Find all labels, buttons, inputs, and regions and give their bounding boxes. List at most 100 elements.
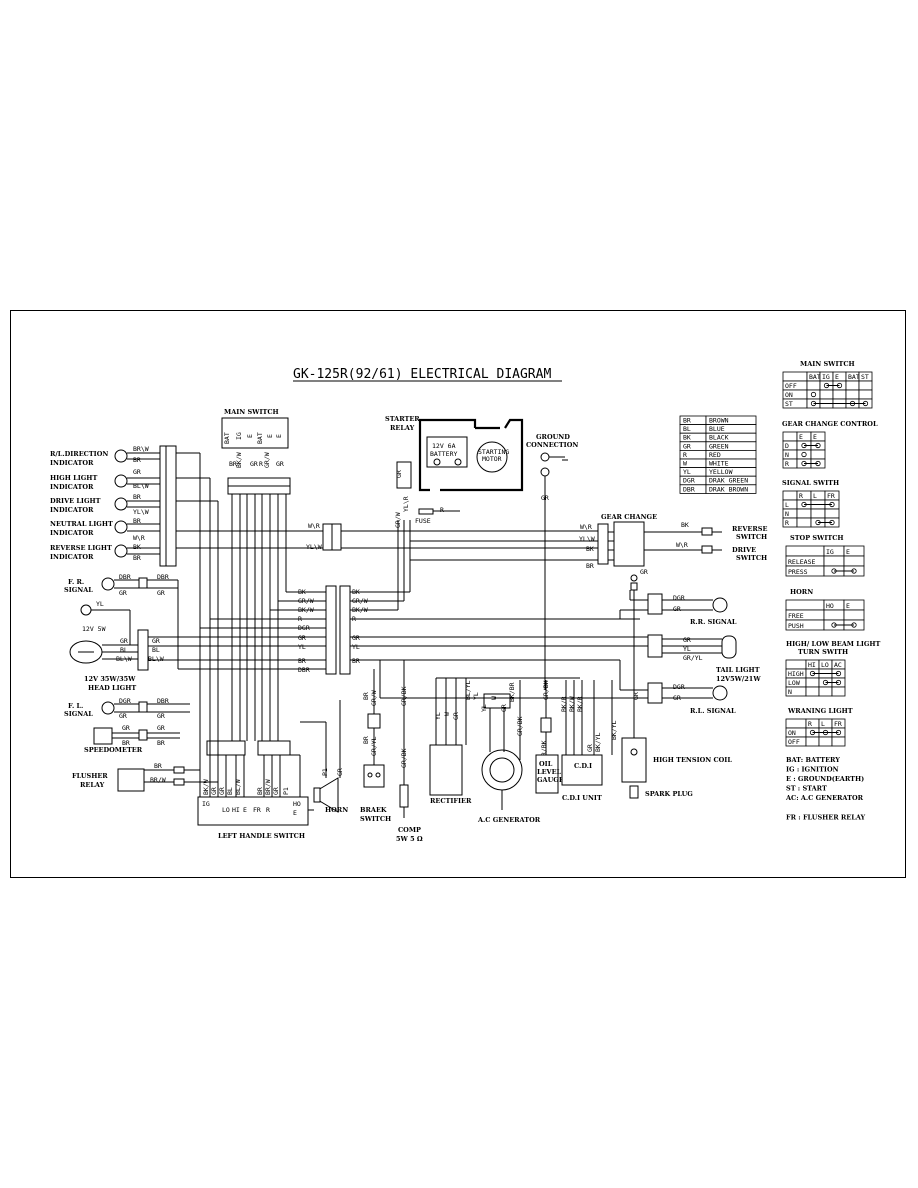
wire-label: P1 (282, 787, 290, 795)
color-name: YELLOW (709, 468, 733, 476)
svg-text:SWITCH: SWITCH (360, 815, 391, 823)
indicator-direction: R/L.DIRECTION INDICATOR BR\W BR (50, 445, 149, 467)
svg-text:YL\W: YL\W (133, 508, 149, 516)
battery: 12V 6A BATTERY (426, 436, 468, 468)
svg-text:GEAR CHANGE: GEAR CHANGE (601, 513, 657, 521)
color-abbrev: BK (683, 434, 691, 442)
svg-text:BL: BL (120, 646, 128, 654)
table-col-header: FR (827, 492, 835, 500)
svg-text:TAIL LIGHT: TAIL LIGHT (716, 666, 760, 674)
svg-text:RECTIFIER: RECTIFIER (430, 797, 472, 805)
svg-text:INDICATOR: INDICATOR (50, 506, 94, 514)
table-row-label: N (785, 510, 789, 518)
svg-text:STARTER: STARTER (385, 415, 420, 423)
table-col-header: E (813, 433, 817, 441)
motor-icon (476, 441, 508, 473)
svg-text:FUSE: FUSE (415, 517, 431, 525)
svg-text:GR: GR (632, 692, 640, 700)
table-title: WRANING LIGHT (787, 707, 853, 715)
brake-switch: BR GR/W BR GR/YL BRAEK SWITCH (360, 690, 391, 823)
table-col-header: BAT (848, 373, 860, 381)
svg-text:IG: IG (202, 800, 210, 808)
svg-text:R.L. SIGNAL: R.L. SIGNAL (690, 707, 736, 715)
svg-text:GR/BK: GR/BK (540, 740, 548, 760)
svg-text:HIGH TENSION COIL: HIGH TENSION COIL (653, 756, 732, 764)
table-cell (805, 677, 820, 688)
left-handle-switch: LEFT HANDLE SWITCH IG LO HI E FR R HO E … (197, 740, 309, 840)
svg-text:DBR: DBR (157, 697, 169, 705)
svg-text:BK/W: BK/W (568, 696, 576, 712)
svg-text:W\R: W\R (580, 523, 592, 531)
bulb-icon (101, 577, 115, 591)
svg-text:BATTERY: BATTERY (430, 450, 457, 458)
color-name: DRAK BROWN (709, 485, 748, 493)
svg-text:BAT: BAT (256, 432, 264, 444)
table-row-label: N (788, 688, 792, 696)
wire-label: BR (256, 787, 264, 795)
svg-text:INDICATOR: INDICATOR (50, 483, 94, 491)
svg-text:HI: HI (232, 806, 240, 814)
horn: P1 GR HORN (313, 768, 348, 814)
table-row-label: PRESS (788, 568, 808, 576)
svg-text:E: E (246, 434, 254, 438)
svg-text:GR: GR (640, 568, 648, 576)
color-name: RED (709, 451, 721, 459)
color-abbrev: BL (683, 425, 691, 433)
contact-dot (801, 451, 807, 458)
svg-text:HO: HO (293, 800, 301, 808)
svg-text:BR: BR (362, 736, 370, 744)
table-col-header: HI (808, 661, 816, 669)
table-cell (823, 609, 845, 621)
svg-text:C.D.I UNIT: C.D.I UNIT (562, 794, 602, 802)
table-row-label: OFF (785, 382, 797, 390)
table-cell (858, 389, 873, 400)
main-switch: MAIN SWITCH BAT IG E BAT E E BR BK/W GR … (221, 408, 291, 495)
indicator-connector (159, 445, 177, 567)
table-title: HIGH/ LOW BEAM LIGHT (786, 640, 881, 648)
svg-text:GR: GR (157, 589, 165, 597)
indicator-neutral-light: NEUTRAL LIGHT INDICATOR BR W\R (50, 517, 145, 542)
color-abbrev: R (683, 451, 687, 459)
table-row-label: L (785, 501, 789, 509)
table-cell (782, 490, 798, 501)
reverse-switch-icon (701, 527, 713, 536)
svg-text:BRAEK: BRAEK (360, 806, 387, 814)
svg-text:LEFT HANDLE SWITCH: LEFT HANDLE SWITCH (218, 832, 305, 840)
svg-text:REVERSE LIGHT: REVERSE LIGHT (50, 544, 112, 552)
color-name: WHITE (709, 460, 729, 468)
color-name: DRAK GREEN (709, 477, 748, 485)
table-row-label: FREE (788, 612, 804, 620)
svg-text:F. L.: F. L. (68, 702, 83, 710)
svg-text:R: R (440, 506, 444, 514)
svg-text:BL\W: BL\W (148, 655, 164, 663)
cdi-box (561, 754, 603, 786)
bulb-icon (80, 604, 92, 616)
svg-text:IG: IG (235, 432, 243, 440)
bulb-icon (101, 701, 115, 715)
svg-text:GR: GR (157, 712, 165, 720)
spark-plug-icon (629, 785, 639, 799)
svg-text:12V5W/21W: 12V5W/21W (716, 675, 761, 683)
table-cell (831, 686, 846, 697)
svg-text:BR/W: BR/W (150, 776, 166, 784)
svg-text:12V 6A: 12V 6A (432, 442, 456, 450)
svg-text:DGR: DGR (673, 594, 685, 602)
svg-text:HORN: HORN (325, 806, 348, 814)
table-row-label: HIGH (788, 670, 804, 678)
indicator-group: R/L.DIRECTION INDICATOR BR\W BR HIGH LIG… (50, 445, 177, 567)
svg-text:BR: BR (133, 554, 141, 562)
svg-text:A.C GENERATOR: A.C GENERATOR (477, 816, 541, 824)
svg-text:GR: GR (276, 460, 284, 468)
table-col-header: ST (861, 373, 869, 381)
table-col-header: L (813, 492, 817, 500)
svg-text:GR: GR (250, 460, 258, 468)
svg-text:BR: BR (122, 739, 130, 747)
svg-text:HEAD LIGHT: HEAD LIGHT (88, 684, 136, 692)
generator-icon (481, 749, 523, 791)
table-cell (843, 555, 865, 567)
svg-text:YL: YL (683, 645, 691, 653)
svg-text:W\R: W\R (676, 541, 688, 549)
table-cell (785, 718, 807, 729)
svg-text:BK/R: BK/R (576, 696, 584, 712)
